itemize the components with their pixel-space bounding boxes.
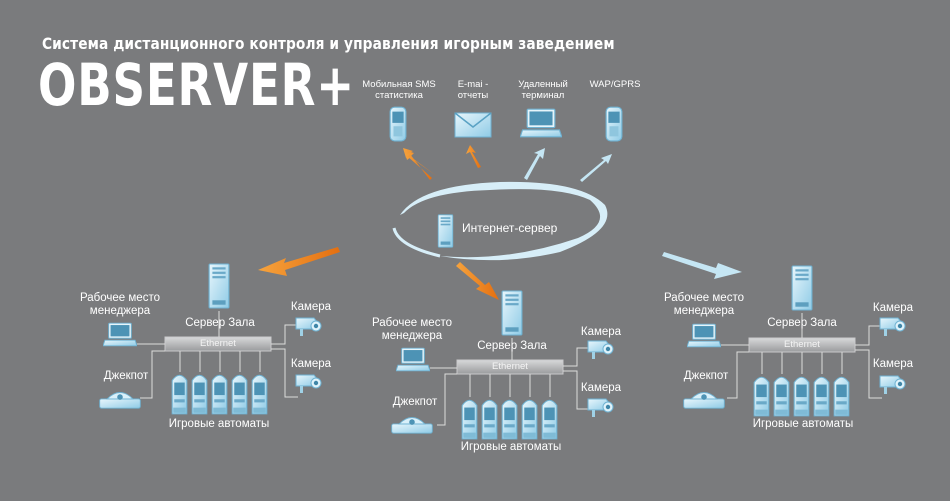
slot-machine-icon (793, 376, 810, 417)
arrow-to-hall-left (258, 247, 340, 276)
internet-server-label: Интернет-сервер (462, 221, 558, 235)
arrow-from-hall-right (662, 252, 742, 279)
jackpot-icon (99, 391, 141, 409)
mobile-phone-icon (389, 106, 407, 142)
slot-machine-icon (833, 376, 850, 417)
ethernet-label: Ethernet (492, 361, 528, 372)
arrow-from-terminal (524, 148, 545, 180)
hall-server-icon (791, 265, 813, 311)
camera-label: Камера (580, 326, 622, 338)
internet-server-icon (437, 214, 454, 248)
client-label-wap: WAP/GPRS (589, 79, 641, 90)
slot-machine-icon (753, 376, 770, 417)
hall-server-label: Сервер Зала (767, 317, 837, 329)
manager-workstation-icon (103, 322, 137, 347)
hall-server-label: Сервер Зала (477, 340, 547, 352)
hall-right (683, 265, 906, 417)
arrow-from-wap (580, 154, 612, 182)
slot-machine-icon (813, 376, 830, 417)
envelope-icon (454, 112, 492, 138)
camera-label: Камера (872, 358, 914, 370)
camera-icon (587, 340, 614, 360)
slot-machine-icon (191, 374, 208, 415)
slot-machine-icon (211, 374, 228, 415)
slot-machine-icon (171, 374, 188, 415)
camera-icon (587, 398, 614, 418)
slot-machine-icon (501, 399, 518, 440)
remote-terminal-icon (520, 108, 562, 138)
slot-machine-icon (481, 399, 498, 440)
manager-workstation-icon (687, 323, 721, 348)
camera-icon (879, 317, 906, 337)
camera-label: Камера (872, 302, 914, 314)
ethernet-label: Ethernet (784, 339, 820, 350)
manager-workstation-icon (396, 347, 430, 372)
slot-machine-icon (541, 399, 558, 440)
hall-server-icon (501, 290, 523, 336)
slot-machines-label: Игровые автоматы (168, 418, 270, 430)
jackpot-icon (683, 391, 725, 409)
client-label-email: E-mai -отчеты (457, 79, 489, 101)
slot-machine-icon (251, 374, 268, 415)
ethernet-label: Ethernet (200, 338, 236, 349)
camera-icon (295, 374, 322, 394)
camera-icon (295, 317, 322, 337)
slot-machine-icon (773, 376, 790, 417)
camera-icon (879, 375, 906, 395)
wap-phone-icon (605, 106, 623, 142)
hall-left (99, 263, 322, 415)
slot-machines-label: Игровые автоматы (752, 418, 854, 430)
arrow-to-hall-center (456, 262, 499, 300)
hall-center (391, 290, 614, 440)
slot-machine-icon (521, 399, 538, 440)
internet-cloud-swoosh-tail (392, 227, 441, 258)
arrow-to-email (466, 145, 481, 168)
slot-machines-label: Игровые автоматы (460, 441, 562, 453)
camera-label: Камера (290, 358, 332, 370)
arrow-to-sms (404, 150, 438, 177)
arrow-sms-body (403, 148, 432, 180)
diagram-subtitle: Система дистанционного контроля и управл… (42, 34, 615, 53)
camera-label: Камера (580, 382, 622, 394)
jackpot-label: Джекпот (103, 370, 149, 382)
hall-server-label: Сервер Зала (185, 317, 255, 329)
camera-label: Камера (290, 301, 332, 313)
product-title: OBSERVER+ (38, 51, 355, 119)
slot-machine-icon (461, 399, 478, 440)
jackpot-label: Джекпот (683, 370, 729, 382)
jackpot-label: Джекпот (392, 396, 438, 408)
jackpot-icon (391, 416, 433, 434)
hall-server-icon (208, 263, 230, 309)
slot-machine-icon (231, 374, 248, 415)
